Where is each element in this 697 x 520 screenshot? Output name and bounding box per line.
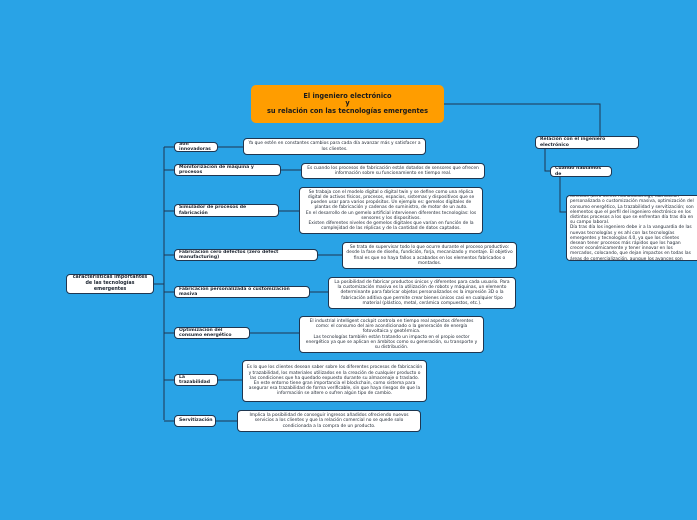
- topic-cero-defectos[interactable]: Fabricación cero defectos (zero defect m…: [174, 249, 318, 261]
- map-title: El ingeniero electrónico y su relación c…: [251, 85, 444, 123]
- relation-sub-node[interactable]: Cuando hablamos de: [550, 166, 612, 177]
- desc-servitizacion[interactable]: Implica la posibilidad de conseguir ingr…: [237, 410, 421, 432]
- desc-optimizacion[interactable]: El industrial intelligent cockpit contro…: [299, 316, 484, 353]
- desc-son-innovadoras[interactable]: Ya que estén en constantes cambios para …: [243, 138, 426, 155]
- desc-trazabilidad[interactable]: Es lo que los clientes desean saber sobr…: [242, 360, 427, 402]
- topic-servitizacion[interactable]: Servitización: [174, 415, 216, 427]
- desc-cero-defectos[interactable]: Se trata de supervisar todo lo que ocurr…: [342, 242, 517, 269]
- topic-monitorizacion[interactable]: Monitorización de máquina y procesos: [174, 164, 281, 176]
- topic-son-innovadoras[interactable]: Son innovadoras: [174, 142, 218, 152]
- desc-personalizada[interactable]: La posibilidad de fabricar productos úni…: [328, 277, 516, 309]
- relation-desc[interactable]: Innovación, monitorización de máquina y …: [566, 195, 697, 261]
- desc-monitorizacion[interactable]: Es cuando los procesos de fabricación es…: [301, 163, 485, 179]
- topic-optimizacion[interactable]: Optimización del consumo energético: [174, 327, 250, 339]
- topic-trazabilidad[interactable]: La trazabilidad: [174, 374, 218, 386]
- relation-node[interactable]: Relación con el ingeniero electrónico: [535, 136, 639, 149]
- root-node[interactable]: características importantes de las tecno…: [66, 274, 154, 294]
- topic-personalizada[interactable]: Fabricación personalizada o customizació…: [174, 286, 310, 298]
- topic-simulador[interactable]: Simulador de procesos de fabricación: [174, 204, 279, 217]
- desc-simulador[interactable]: Se trabaja con el modelo digital o digit…: [299, 187, 483, 234]
